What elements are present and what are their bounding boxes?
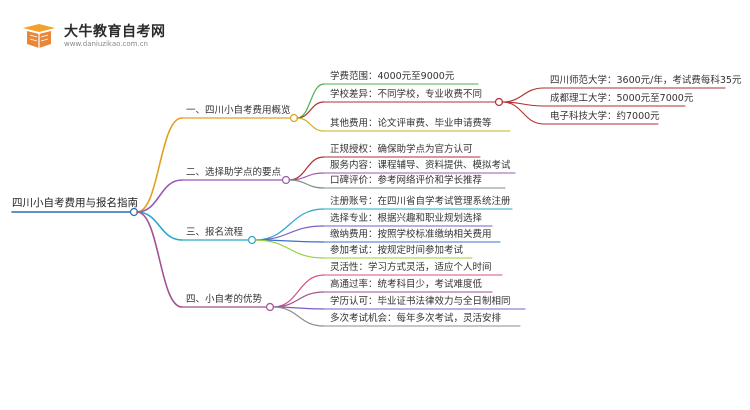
grandchild-topic: 电子科技大学：约7000元 xyxy=(550,111,660,122)
branch-topic: 二、选择助学点的要点 xyxy=(186,167,282,178)
site-name: 大牛教育自考网 xyxy=(64,24,166,40)
grandchild-connector xyxy=(501,87,545,103)
root-topic: 四川小自考费用与报名指南 xyxy=(12,197,138,209)
child-topic: 参加考试：按规定时间参加考试 xyxy=(330,245,464,256)
child-topic: 学校差异：不同学校，专业收费不同 xyxy=(330,89,483,100)
book-logo-icon xyxy=(23,24,55,48)
child-connector xyxy=(296,101,325,119)
grandchild-topic: 成都理工大学：5000元至7000元 xyxy=(550,93,694,104)
child-connector xyxy=(272,306,325,327)
child-topic: 缴纳费用：按照学校标准缴纳相关费用 xyxy=(330,229,492,240)
child-connector xyxy=(296,83,325,119)
child-connector xyxy=(254,239,325,259)
child-connector xyxy=(272,274,325,308)
child-connector xyxy=(254,208,325,241)
child-topic: 正规授权：确保助学点为官方认可 xyxy=(330,144,473,155)
child-topic: 其他费用：论文评审费、毕业申请费等 xyxy=(330,118,492,129)
child-topic: 多次考试机会：每年多次考试，灵活安排 xyxy=(330,313,502,324)
branch-topic: 三、报名流程 xyxy=(186,227,244,238)
child-topic: 高通过率：统考科目少，考试难度低 xyxy=(330,279,483,290)
branch-connector xyxy=(136,179,183,213)
site-url: www.daniuzikao.com.cn xyxy=(64,40,148,48)
child-connector xyxy=(296,117,325,132)
child-connector xyxy=(288,179,325,189)
child-topic: 口碑评价：参考网络评价和学长推荐 xyxy=(330,175,483,186)
grandchild-connector xyxy=(501,101,545,125)
child-topic: 学历认可：毕业证书法律效力与全日制相同 xyxy=(330,296,511,307)
child-topic: 服务内容：课程辅导、资料提供、模拟考试 xyxy=(330,160,511,171)
child-topic: 灵活性：学习方式灵活，适应个人时间 xyxy=(330,262,492,273)
branch-connector xyxy=(136,211,183,241)
branch-topic: 一、四川小自考费用概览 xyxy=(186,105,291,116)
branch-connector xyxy=(136,211,183,308)
branch-topic: 四、小自考的优势 xyxy=(186,294,263,305)
site-logo[interactable]: 大牛教育自考网 www.daniuzikao.com.cn xyxy=(20,20,320,50)
child-connector xyxy=(272,291,325,308)
child-topic: 学费范围：4000元至9000元 xyxy=(330,71,455,82)
child-topic: 注册账号：在四川省自学考试管理系统注册 xyxy=(330,196,511,207)
grandchild-topic: 四川师范大学：3600元/年，考试费每科35元 xyxy=(550,75,742,86)
child-connector xyxy=(254,225,325,241)
branch-connector xyxy=(136,117,183,213)
child-topic: 选择专业：根据兴趣和职业规划选择 xyxy=(330,213,483,224)
